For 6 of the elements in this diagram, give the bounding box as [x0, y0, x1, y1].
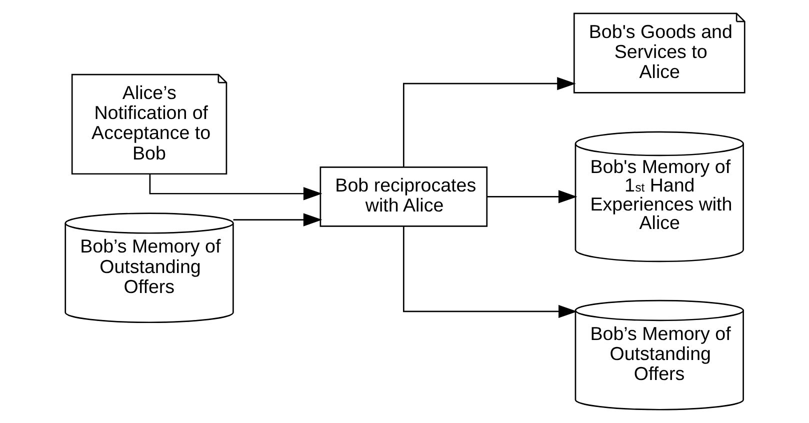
arrow	[402, 226, 577, 318]
arrow	[486, 190, 577, 204]
arrow	[232, 213, 322, 226]
node-box: Bob reciprocates with Alice	[319, 166, 488, 227]
arrow	[402, 77, 576, 167]
arrow	[148, 174, 322, 200]
